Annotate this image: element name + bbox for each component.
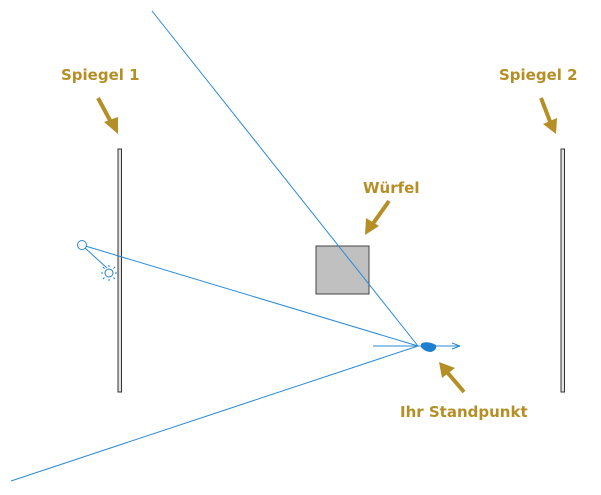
mirror-1 <box>117 148 122 393</box>
cube <box>315 245 370 295</box>
sight-arrow-head <box>451 342 461 350</box>
virtual-light-marker <box>77 240 87 250</box>
ray-top <box>151 10 419 347</box>
eye-icon <box>421 342 437 352</box>
mirror-1-arrow <box>96 97 118 134</box>
ray-to-mirror-1 <box>81 244 419 347</box>
mirror-2-label: Spiegel 2 <box>499 66 578 84</box>
arrow-icon <box>96 97 557 394</box>
ray-reflected <box>10 345 419 482</box>
sun-icon <box>101 265 117 281</box>
light-stem <box>84 247 108 269</box>
mirror-2 <box>560 148 565 393</box>
mirror-2-arrow <box>539 97 557 134</box>
mirror-1-label: Spiegel 1 <box>61 66 140 84</box>
cube-arrow <box>365 199 391 235</box>
viewpoint-arrow <box>439 362 466 394</box>
viewpoint-label: Ihr Standpunkt <box>400 403 528 421</box>
cube-label: Würfel <box>363 179 419 197</box>
light-rays <box>10 10 460 482</box>
